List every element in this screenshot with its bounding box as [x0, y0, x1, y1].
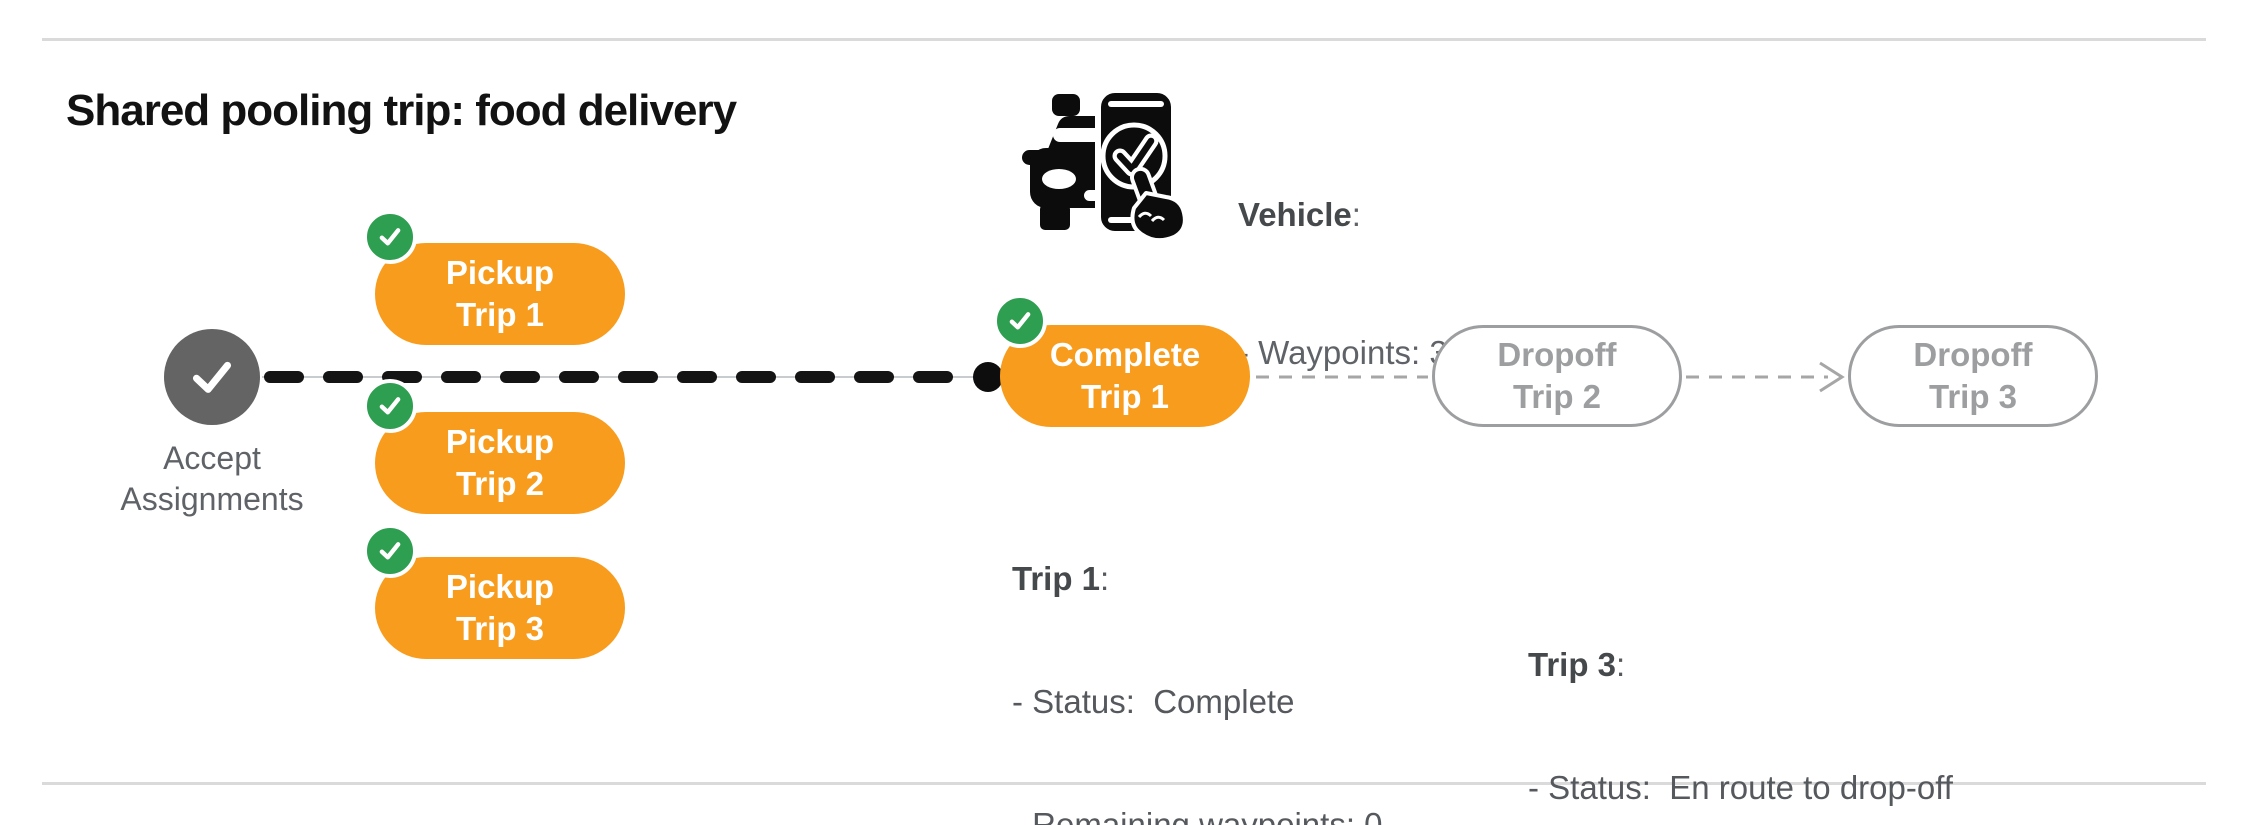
node-dropoff-trip-3: Dropoff Trip 3 [1848, 325, 2098, 427]
node-label-line2: Trip 3 [1928, 378, 2018, 415]
trip-1-name: Trip 1 [1012, 560, 1101, 597]
page-title: Shared pooling trip: food delivery [66, 86, 737, 135]
check-icon [192, 361, 232, 393]
node-label-line1: Pickup [445, 423, 555, 460]
node-label-line2: Trip 2 [455, 465, 545, 502]
vehicle-waypoints-line: - Waypoints: 3 [1238, 334, 1448, 371]
trip-1-waypoints-line: - Remaining waypoints: 0 [1012, 806, 1383, 825]
vehicle-heading-colon: : [1351, 196, 1361, 233]
node-accept-assignments [164, 329, 260, 425]
check-badge-complete-1 [993, 294, 1047, 348]
vehicle-heading: Vehicle: [1238, 192, 1448, 238]
vehicle-info: Vehicle: - Waypoints: 3 [1238, 100, 1448, 468]
trip-3-name: Trip 3 [1528, 646, 1617, 683]
node-pickup-trip-3: Pickup Trip 3 [375, 557, 625, 659]
arrowhead-icon [1819, 361, 1845, 393]
trip-3-status-line: - Status: En route to drop-off [1528, 769, 1953, 806]
trip-1-colon: : [1100, 560, 1110, 597]
accept-label-line2: Assignments [120, 481, 304, 517]
vehicle-heading-label: Vehicle [1238, 196, 1352, 233]
node-label-line1: Pickup [445, 568, 555, 605]
accept-assignments-label: Accept Assignments [62, 438, 362, 520]
node-label-line2: Trip 3 [455, 610, 545, 647]
tapping-hand-icon [1129, 166, 1184, 240]
node-label-line2: Trip 1 [1080, 378, 1170, 415]
check-icon [379, 542, 401, 560]
accept-label-line1: Accept [163, 440, 261, 476]
node-label-line1: Dropoff [1497, 336, 1617, 373]
node-pickup-trip-2: Pickup Trip 2 [375, 412, 625, 514]
check-badge-pickup-2 [363, 379, 417, 433]
trip-1-status-line: - Status: Complete [1012, 683, 1295, 720]
check-icon [379, 228, 401, 246]
check-icon [1009, 312, 1031, 330]
node-label-line2: Trip 1 [455, 296, 545, 333]
trip-3-heading: Trip 3: [1528, 644, 1953, 685]
node-complete-trip-1: Complete Trip 1 [1000, 325, 1250, 427]
node-pickup-trip-1: Pickup Trip 1 [375, 243, 625, 345]
top-divider [42, 38, 2206, 41]
trip-3-colon: : [1616, 646, 1626, 683]
check-badge-pickup-3 [363, 524, 417, 578]
check-icon [379, 397, 401, 415]
trip-details-right-block: Trip 3: - Status: En route to drop-off -… [1528, 562, 1953, 825]
node-label-line1: Complete [1049, 336, 1201, 373]
current-position-dot [973, 362, 1003, 392]
node-label-line1: Pickup [445, 254, 555, 291]
node-label-line1: Dropoff [1913, 336, 2033, 373]
node-dropoff-trip-2: Dropoff Trip 2 [1432, 325, 1682, 427]
node-label-line2: Trip 2 [1512, 378, 1602, 415]
trip-1-heading: Trip 1: [1012, 558, 1437, 599]
trip-details-left-block: Trip 1: - Status: Complete - Remaining w… [1012, 476, 1437, 825]
check-badge-pickup-1 [363, 210, 417, 264]
bottom-divider [42, 782, 2206, 785]
car-phone-check-icon [1022, 87, 1184, 240]
